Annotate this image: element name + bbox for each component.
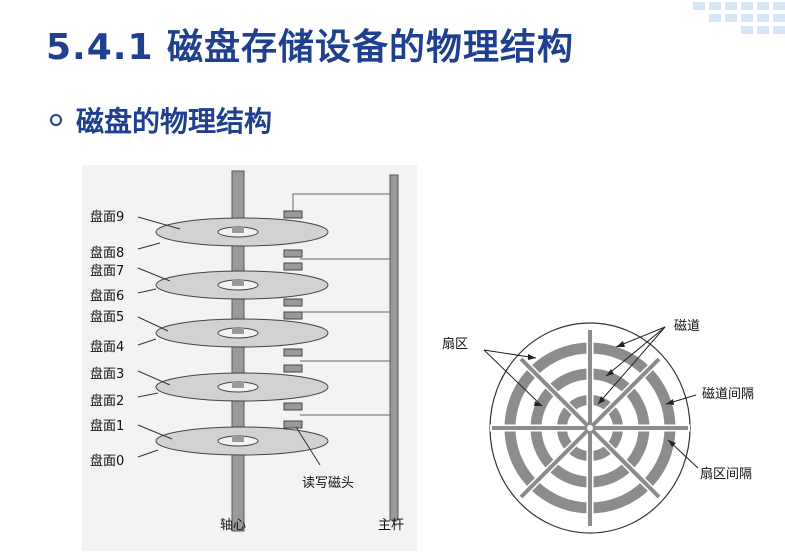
- center-hole: [587, 425, 593, 431]
- surface-label-1: 盘面1: [90, 418, 124, 434]
- corner-grid-decoration: [693, 2, 785, 34]
- platter-3: [155, 318, 329, 348]
- disk-stack-diagram: 盘面9 盘面8 盘面7 盘面6 盘面5 盘面4 盘面3 盘面2 盘面1 盘面0 …: [90, 170, 404, 533]
- track-label: 磁道: [674, 319, 700, 334]
- bullet-text: 磁盘的物理结构: [76, 105, 273, 138]
- surface-label-2: 盘面2: [90, 393, 124, 409]
- spindle-label: 轴心: [220, 518, 246, 533]
- surface-label-0: 盘面0: [90, 453, 124, 469]
- track-gap-label: 磁道间隔: [702, 387, 754, 402]
- surface-label-8: 盘面8: [90, 245, 124, 261]
- sector-label: 扇区: [442, 336, 468, 352]
- bullet-item: 磁盘的物理结构: [50, 100, 272, 140]
- read-write-heads: [283, 210, 303, 429]
- surface-label-5: 盘面5: [90, 309, 124, 325]
- hollow-circle-bullet-icon: [50, 114, 62, 126]
- surface-label-7: 盘面7: [90, 263, 124, 279]
- platter-top-view-diagram: 磁道 扇区 磁道间隔 扇区间隔: [442, 319, 754, 534]
- main-arm-rod: [389, 174, 399, 521]
- disk-stack-figure: 盘面9 盘面8 盘面7 盘面6 盘面5 盘面4 盘面3 盘面2 盘面1 盘面0 …: [82, 165, 417, 551]
- head-arm-lines: [292, 193, 390, 416]
- surface-label-3: 盘面3: [90, 366, 124, 382]
- surface-label-4: 盘面4: [90, 339, 124, 355]
- arm-label: 主杆: [378, 518, 404, 533]
- platter-2: [155, 372, 329, 402]
- head-label: 读写磁头: [302, 476, 354, 491]
- surface-label-9: 盘面9: [90, 209, 124, 225]
- slide-title: 5.4.1 磁盘存储设备的物理结构: [46, 27, 575, 68]
- annotation-lines: [483, 326, 699, 469]
- platter-5: [155, 217, 329, 247]
- platter-4: [155, 270, 329, 300]
- platter-1: [155, 426, 329, 456]
- arrow-heads: [528, 341, 676, 447]
- surface-leader-lines: [137, 216, 321, 466]
- sector-gap-label: 扇区间隔: [700, 466, 752, 482]
- surface-label-6: 盘面6: [90, 288, 124, 304]
